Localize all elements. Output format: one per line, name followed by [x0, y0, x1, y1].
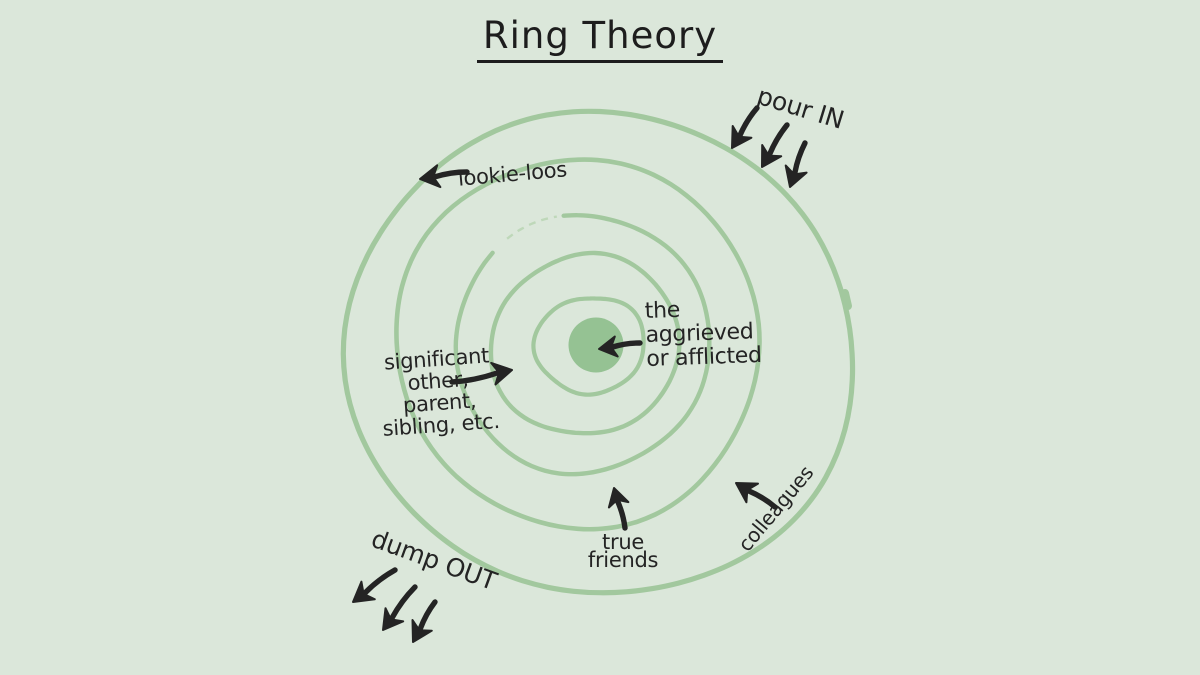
ring-1	[531, 296, 646, 397]
significant-arrow	[449, 361, 513, 386]
significant-other-label-line-2: other,	[407, 367, 469, 395]
pour-in-1-arrow-head	[731, 125, 753, 149]
significant-other-label-line-4: sibling, etc.	[382, 409, 501, 441]
pour-in-3-arrow	[784, 140, 808, 188]
pour-in-label: pour IN	[754, 81, 848, 135]
dump-out-2-arrow-head	[382, 607, 405, 631]
aggrieved-arrow-shaft	[610, 340, 643, 350]
lookie-loos-arrow-shaft	[432, 169, 470, 180]
aggrieved-arrow	[598, 335, 643, 358]
dump-out-2-arrow	[382, 584, 418, 631]
lookie-loos-label-line-1: lookie-loos	[457, 157, 568, 190]
dump-out-3-arrow	[411, 599, 438, 643]
dump-out-3-arrow-head	[411, 619, 433, 643]
aggrieved-label-line-1: the	[644, 298, 680, 324]
pour-in-1-arrow	[731, 105, 760, 149]
colleagues-arrow-head	[735, 482, 759, 504]
aggrieved-label-line-3: or afflicted	[646, 343, 762, 372]
lookie-loos-arrow	[419, 164, 470, 189]
pour-in-2-arrow	[761, 122, 790, 168]
colleagues-arrow-shaft	[746, 488, 778, 510]
significant-other-label-line-3: parent,	[402, 388, 477, 417]
pour-in-3-arrow-shaft	[792, 140, 808, 176]
pour-in-1-arrow-shaft	[737, 105, 760, 138]
outer-ring-nub	[841, 289, 852, 310]
dump-out-1-arrow-head	[352, 580, 376, 603]
diagram-title: Ring Theory	[476, 15, 724, 63]
colleagues-arrow	[735, 482, 778, 510]
aggrieved-label-line-2: aggrieved	[645, 319, 754, 348]
true-friends-arrow-shaft	[615, 498, 628, 531]
pour-in-label-line-1: pour IN	[754, 81, 848, 135]
true-friends-label-line-2: friends	[588, 548, 658, 572]
lookie-loos-arrow-head	[419, 164, 442, 189]
ring-3-faded-segment	[506, 215, 558, 240]
ring-2	[488, 250, 682, 436]
aggrieved-label: theaggrievedor afflicted	[644, 295, 762, 372]
true-friends-arrow	[607, 487, 630, 531]
significant-arrow-shaft	[449, 370, 500, 385]
dump-out-2-arrow-shaft	[389, 584, 418, 621]
significant-other-label: significantother,parent,sibling, etc.	[377, 343, 500, 441]
true-friends-arrow-head	[607, 487, 630, 509]
significant-arrow-head	[490, 361, 513, 386]
dump-out-1-arrow-shaft	[362, 567, 398, 596]
dump-out-1-arrow	[352, 567, 398, 603]
pour-in-3-arrow-head	[784, 164, 808, 188]
aggrieved-center-dot	[568, 317, 624, 373]
ring-5	[340, 108, 856, 596]
ring-3	[453, 212, 712, 477]
ring-4	[394, 157, 762, 532]
pour-in-2-arrow-head	[761, 144, 783, 168]
aggrieved-arrow-head	[598, 335, 619, 358]
pour-in-2-arrow-shaft	[767, 122, 790, 157]
lookie-loos-label: lookie-loos	[457, 157, 568, 190]
dump-out-3-arrow-shaft	[417, 599, 438, 632]
true-friends-label-line-1: true	[602, 530, 644, 554]
